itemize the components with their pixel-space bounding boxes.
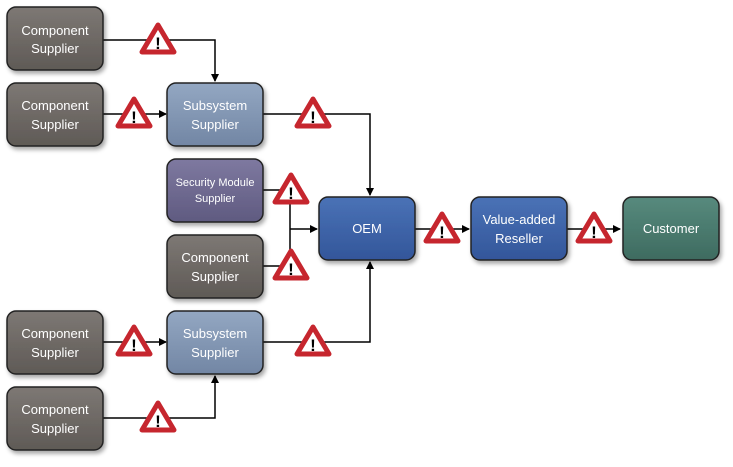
node-component-supplier-3: Component Supplier xyxy=(166,234,264,299)
node-component-supplier-1: Component Supplier xyxy=(6,6,104,71)
warning-icon: ! xyxy=(115,324,153,357)
warning-icon: ! xyxy=(139,22,177,55)
node-label-line2: Supplier xyxy=(31,345,79,360)
node-customer: Customer xyxy=(622,196,720,261)
node-label-line1: OEM xyxy=(352,221,382,236)
node-label-line2: Reseller xyxy=(495,231,543,246)
warning-glyph: ! xyxy=(131,108,137,127)
node-label-line2: Supplier xyxy=(195,193,236,205)
node-label-line1: Component xyxy=(21,23,89,38)
node-component-supplier-5: Component Supplier xyxy=(6,386,104,451)
warning-glyph: ! xyxy=(155,34,161,53)
node-label-line2: Supplier xyxy=(191,269,239,284)
node-oem: OEM xyxy=(318,196,416,261)
warning-glyph: ! xyxy=(439,223,445,242)
connector-cs1-sub1 xyxy=(103,39,219,82)
node-label-line1: Component xyxy=(21,98,89,113)
warning-icon: ! xyxy=(272,248,310,281)
warning-glyph: ! xyxy=(288,260,294,279)
node-label-line1: Security Module xyxy=(176,177,255,189)
node-label-line2: Supplier xyxy=(191,117,239,132)
node-label-line2: Supplier xyxy=(31,117,79,132)
warning-icon: ! xyxy=(272,172,310,205)
node-value-added-reseller: Value-added Reseller xyxy=(470,196,568,261)
connector-sub1-oem xyxy=(263,113,374,196)
node-label-line1: Subsystem xyxy=(183,326,247,341)
node-label-line1: Component xyxy=(181,250,249,265)
warning-icon: ! xyxy=(294,96,332,129)
node-subsystem-supplier-2: Subsystem Supplier xyxy=(166,310,264,375)
warning-icon: ! xyxy=(294,324,332,357)
connector-sub2-oem xyxy=(263,261,374,343)
warning-glyph: ! xyxy=(310,108,316,127)
warning-icon: ! xyxy=(423,211,461,244)
warning-glyph: ! xyxy=(591,223,597,242)
node-component-supplier-2: Component Supplier xyxy=(6,82,104,147)
warning-icon: ! xyxy=(115,96,153,129)
warning-glyph: ! xyxy=(131,336,137,355)
warning-icon: ! xyxy=(575,211,613,244)
warning-icon: ! xyxy=(139,400,177,433)
connector-cs5-sub2 xyxy=(103,375,219,419)
node-label-line2: Supplier xyxy=(31,41,79,56)
node-label-line2: Supplier xyxy=(31,421,79,436)
node-subsystem-supplier-1: Subsystem Supplier xyxy=(166,82,264,147)
warning-glyph: ! xyxy=(310,336,316,355)
node-label-line1: Subsystem xyxy=(183,98,247,113)
node-label-line1: Component xyxy=(21,326,89,341)
node-component-supplier-4: Component Supplier xyxy=(6,310,104,375)
node-security-module-supplier: Security Module Supplier xyxy=(166,158,264,223)
node-label-line1: Value-added xyxy=(483,212,556,227)
warning-icons: ! ! ! ! ! ! ! ! xyxy=(115,22,613,433)
node-label-line1: Customer xyxy=(643,221,700,236)
node-label-line1: Component xyxy=(21,402,89,417)
warning-glyph: ! xyxy=(288,184,294,203)
node-label-line2: Supplier xyxy=(191,345,239,360)
warning-glyph: ! xyxy=(155,412,161,431)
